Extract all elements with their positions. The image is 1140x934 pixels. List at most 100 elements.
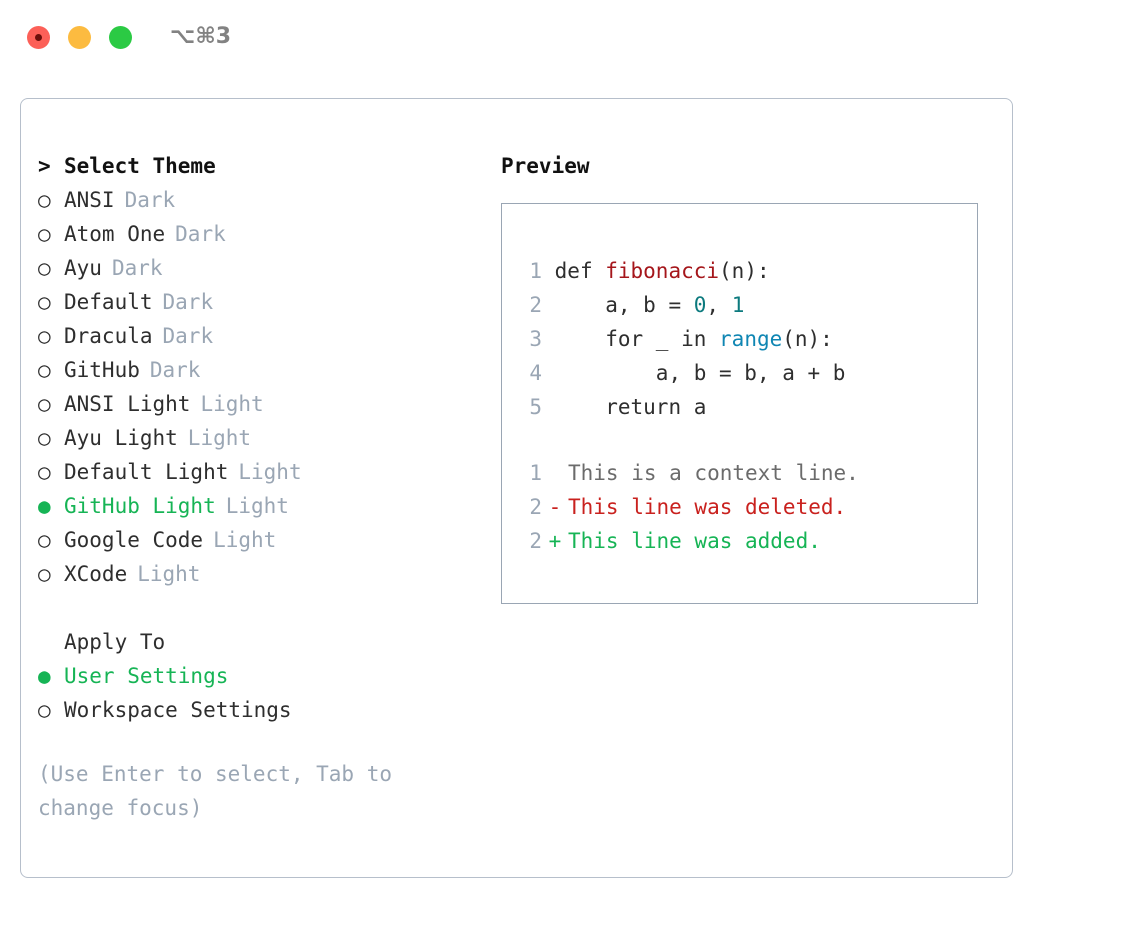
apply-to-heading: ○ Apply To xyxy=(38,625,478,659)
code-line-number: 1 xyxy=(529,259,542,283)
preview-title: Preview xyxy=(501,154,590,178)
code-token: (n): xyxy=(719,259,770,283)
minimize-button[interactable] xyxy=(68,26,91,49)
code-line: 1 def fibonacci(n): xyxy=(520,254,845,288)
list-spacer xyxy=(38,591,478,625)
theme-option-atom-one[interactable]: ○ Atom One Dark xyxy=(38,217,478,251)
theme-variant-badge: Dark xyxy=(149,358,201,382)
radio-selected-icon: ● xyxy=(38,664,51,688)
diff-line-context: 1 This is a context line. xyxy=(520,456,859,490)
theme-option-label: Default xyxy=(64,290,153,314)
maximize-button[interactable] xyxy=(109,26,132,49)
diff-line-number: 2 xyxy=(529,495,542,519)
diff-line-text: This is a context line. xyxy=(568,461,859,485)
code-line-number: 3 xyxy=(529,327,542,351)
theme-option-label: Atom One xyxy=(64,222,166,246)
theme-variant-badge: Light xyxy=(200,392,264,416)
radio-unselected-icon: ○ xyxy=(38,290,51,314)
theme-variant-badge: Dark xyxy=(162,290,214,314)
theme-option-default[interactable]: ○ Default Dark xyxy=(38,285,478,319)
theme-option-label: Default Light xyxy=(64,460,229,484)
radio-unselected-icon: ○ xyxy=(38,562,51,586)
radio-unselected-icon: ○ xyxy=(38,426,51,450)
code-line: 4 a, b = b, a + b xyxy=(520,356,845,390)
code-token: for _ in xyxy=(554,327,720,351)
theme-variant-badge: Light xyxy=(213,528,277,552)
code-line: 5 return a xyxy=(520,390,845,424)
diff-line-add: 2+This line was added. xyxy=(520,524,859,558)
radio-unselected-icon: ○ xyxy=(38,392,51,416)
theme-picker-heading: > Select Theme xyxy=(38,149,478,183)
radio-unselected-icon: ○ xyxy=(38,324,51,348)
theme-picker-title: Select Theme xyxy=(64,154,216,178)
preview-pane: Preview 1 def fibonacci(n):2 a, b = 0, 1… xyxy=(501,149,991,604)
code-token: return a xyxy=(554,395,707,419)
diff-line-text: This line was added. xyxy=(568,529,821,553)
diff-sign xyxy=(542,456,568,490)
theme-variant-badge: Dark xyxy=(111,256,163,280)
radio-unselected-icon: ○ xyxy=(38,460,51,484)
radio-unselected-icon: ○ xyxy=(38,222,51,246)
diff-sample: 1 This is a context line.2-This line was… xyxy=(520,456,859,558)
theme-option-github[interactable]: ○ GitHub Dark xyxy=(38,353,478,387)
code-token: 1 xyxy=(731,293,745,317)
close-button[interactable] xyxy=(27,26,50,49)
theme-option-ansi[interactable]: ○ ANSI Dark xyxy=(38,183,478,217)
code-line: 3 for _ in range(n): xyxy=(520,322,845,356)
title-bar: ⌥⌘3 xyxy=(0,0,1140,78)
keyboard-hint: (Use Enter to select, Tab to change focu… xyxy=(38,762,393,820)
diff-sign: - xyxy=(548,495,562,519)
code-token: (n): xyxy=(782,327,833,351)
theme-option-label: Dracula xyxy=(64,324,153,348)
apply-to-option-label: Workspace Settings xyxy=(64,698,292,722)
apply-to-option-user-settings[interactable]: ● User Settings xyxy=(38,659,478,693)
code-line: 2 a, b = 0, 1 xyxy=(520,288,845,322)
theme-option-label: ANSI xyxy=(64,188,115,212)
theme-option-label: GitHub Light xyxy=(64,494,216,518)
apply-to-option-workspace-settings[interactable]: ○ Workspace Settings xyxy=(38,693,478,727)
code-token: def xyxy=(554,259,606,283)
apply-to-title: Apply To xyxy=(64,630,166,654)
diff-line-text: This line was deleted. xyxy=(568,495,847,519)
radio-selected-icon: ● xyxy=(38,494,51,518)
diff-sign: + xyxy=(548,529,562,553)
diff-line-number: 2 xyxy=(529,529,542,553)
theme-variant-badge: Light xyxy=(225,494,289,518)
apply-to-option-label: User Settings xyxy=(64,664,229,688)
theme-variant-badge: Dark xyxy=(162,324,214,348)
theme-option-github-light[interactable]: ● GitHub Light Light xyxy=(38,489,478,523)
theme-option-label: Ayu Light xyxy=(64,426,178,450)
theme-variant-badge: Dark xyxy=(175,222,226,246)
radio-unselected-icon: ○ xyxy=(38,528,51,552)
code-line-number: 4 xyxy=(529,361,542,385)
theme-option-label: GitHub xyxy=(64,358,140,382)
code-line-number: 2 xyxy=(529,293,542,317)
theme-variant-badge: Dark xyxy=(124,188,176,212)
code-line-number: 5 xyxy=(529,395,542,419)
code-token: range xyxy=(719,327,783,351)
radio-unselected-icon: ○ xyxy=(38,256,51,280)
code-token: a, b = xyxy=(554,293,694,317)
code-token: 0 xyxy=(693,293,707,317)
traffic-light-group xyxy=(27,26,132,49)
radio-unselected-icon: ○ xyxy=(38,188,51,212)
diff-line-del: 2-This line was deleted. xyxy=(520,490,859,524)
code-token: a, b = b, a + b xyxy=(554,361,846,385)
radio-unselected-icon: ○ xyxy=(38,358,51,382)
radio-unselected-icon: ○ xyxy=(38,698,51,722)
theme-option-ayu-light[interactable]: ○ Ayu Light Light xyxy=(38,421,478,455)
code-token: , xyxy=(706,293,732,317)
apply-to-option-list: ● User Settings ○ Workspace Settings xyxy=(38,659,478,727)
theme-option-dracula[interactable]: ○ Dracula Dark xyxy=(38,319,478,353)
theme-option-label: XCode xyxy=(64,562,128,586)
theme-variant-badge: Light xyxy=(187,426,252,450)
